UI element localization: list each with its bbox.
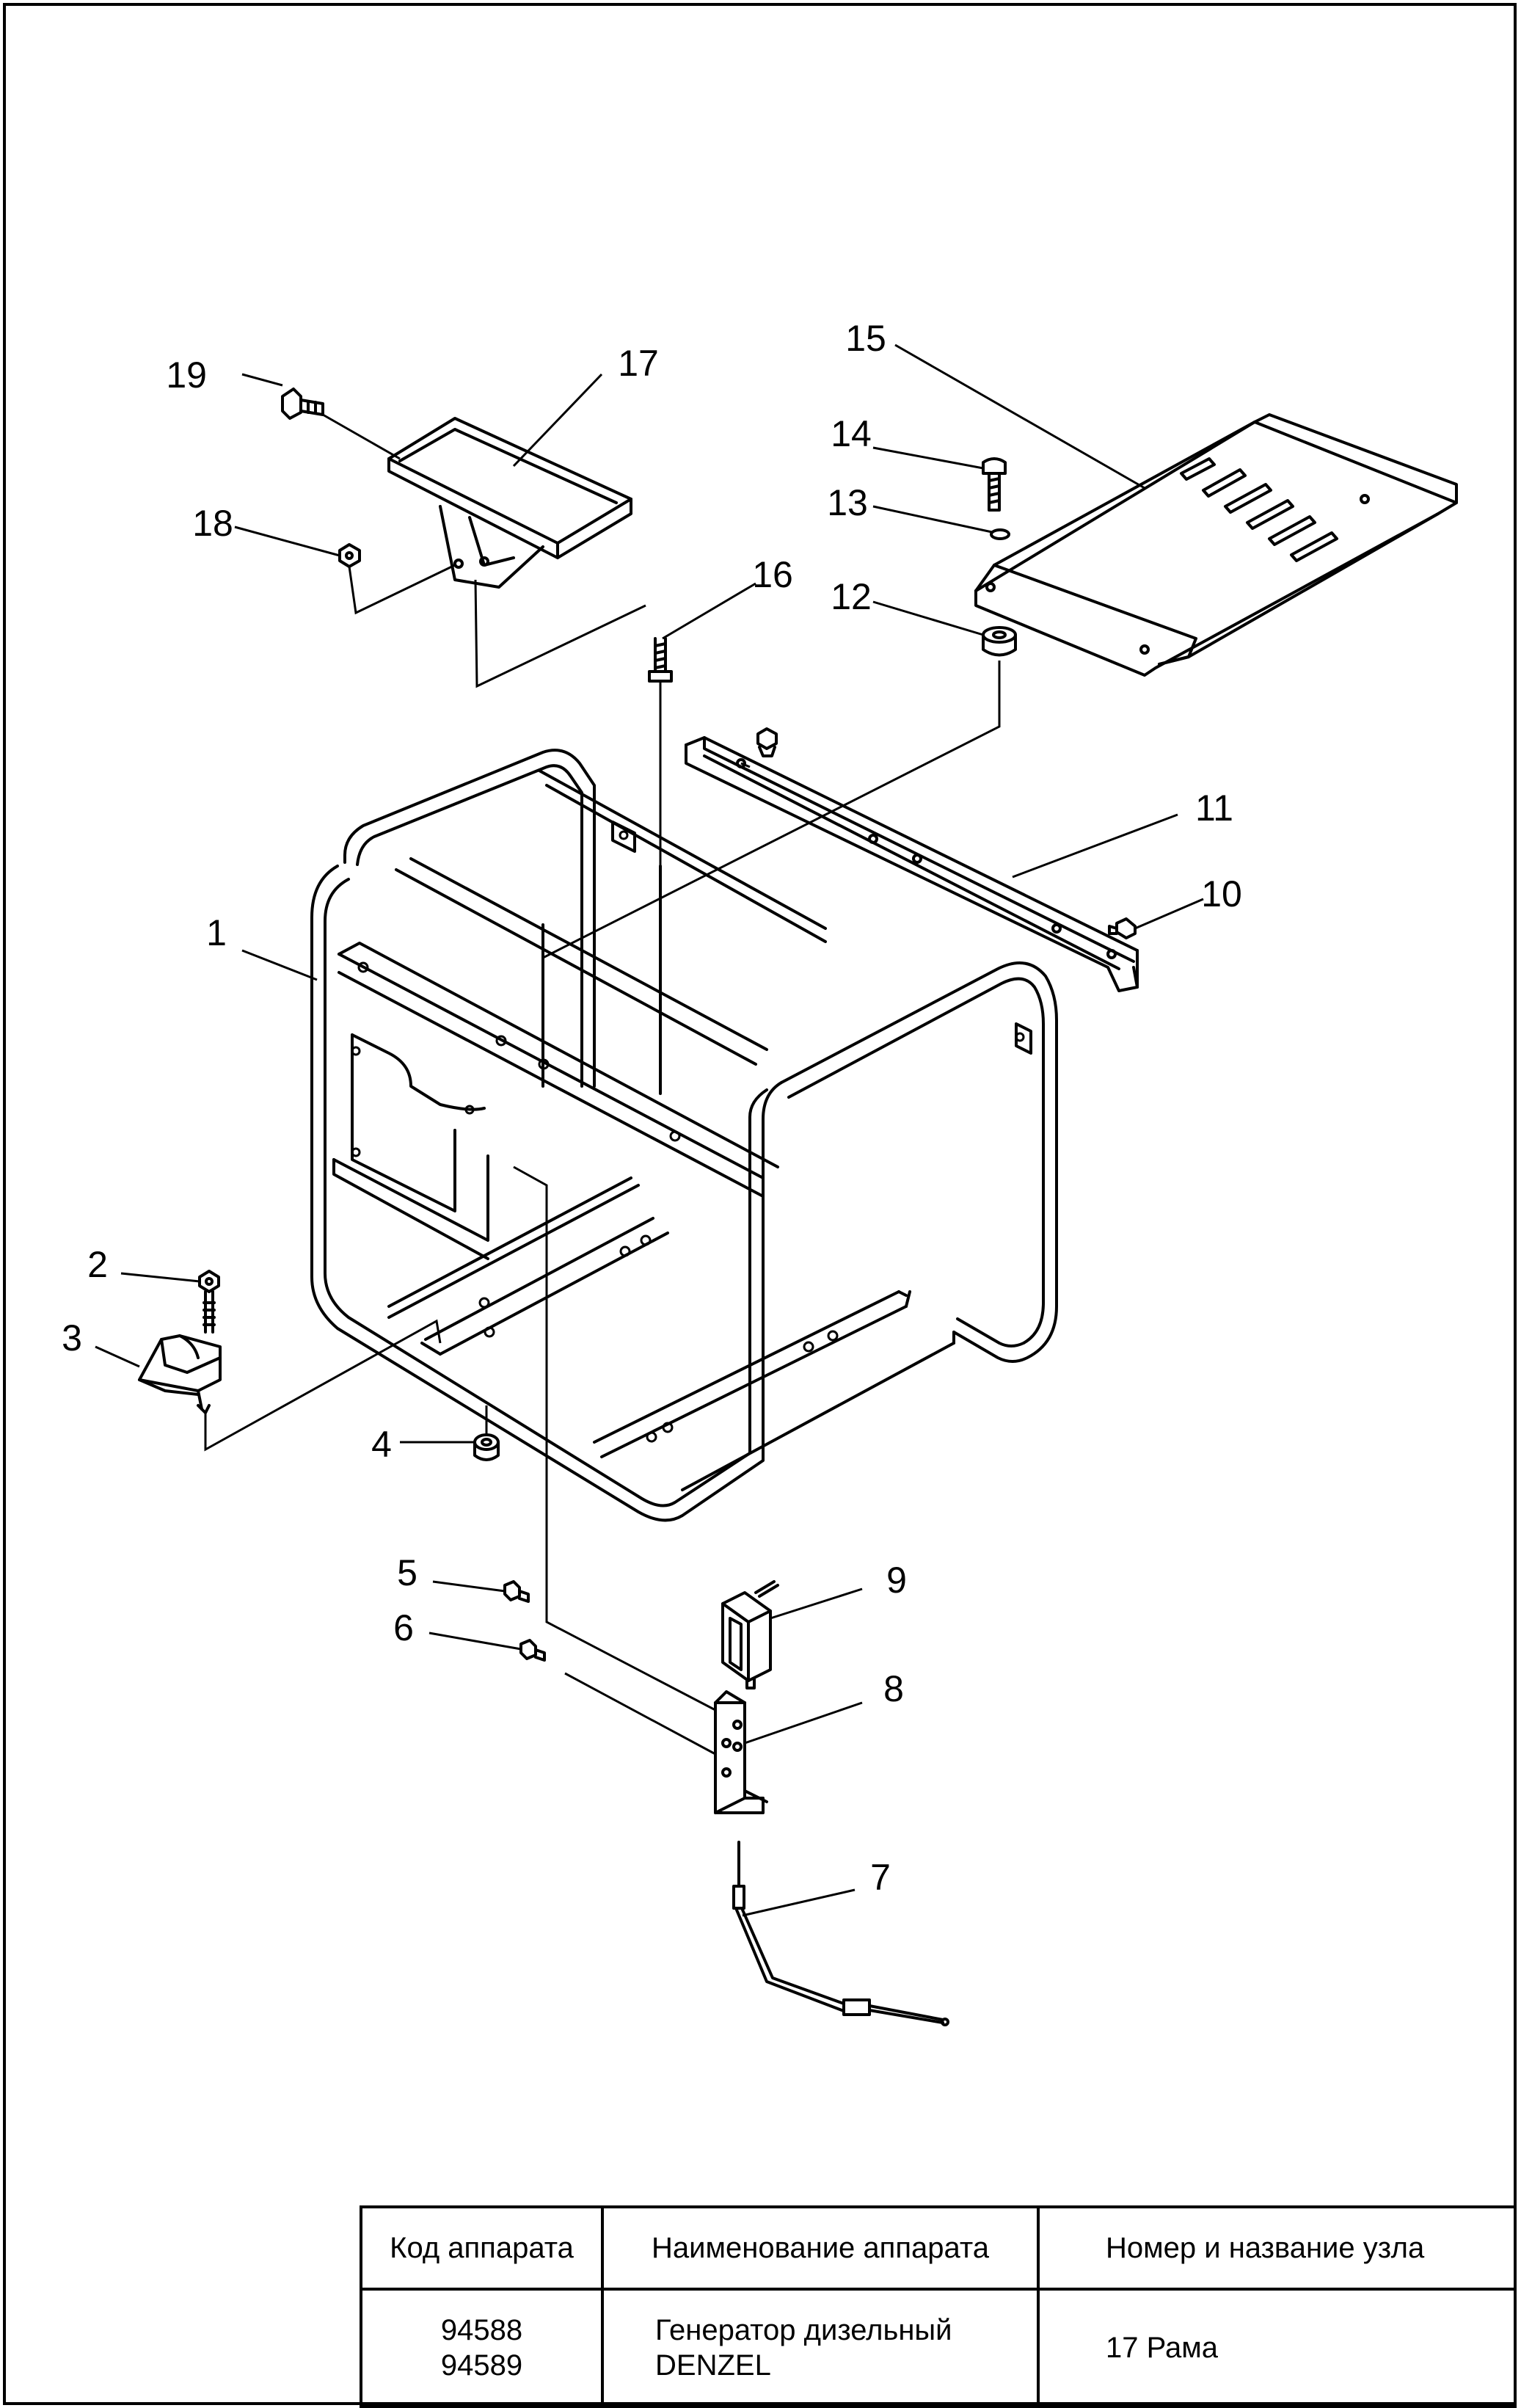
part-5-bolt (503, 1580, 530, 1603)
callout-16: 16 (752, 554, 793, 595)
part-8-bracket (714, 1690, 768, 1814)
part-18-nut (338, 543, 361, 568)
callout-10: 10 (1201, 873, 1242, 914)
part-9-box (721, 1580, 779, 1689)
title-block-table: Код аппарата Наименование аппарата Номер… (360, 2205, 1517, 2408)
callout-5: 5 (397, 1552, 417, 1593)
part-1-frame (310, 749, 1058, 1522)
device-name-line-2: DENZEL (655, 2349, 771, 2382)
callout-14: 14 (831, 413, 872, 454)
part-10-bolt (1108, 917, 1137, 939)
part-13-washer (990, 528, 1010, 540)
part-12-spacer (982, 626, 1017, 657)
part-7-cable (732, 1841, 949, 2026)
header-node: Номер и название узла (1037, 2205, 1517, 2291)
part-19-bolt (281, 388, 324, 420)
device-code-cell: 94588 94589 (360, 2288, 604, 2408)
callout-19: 19 (166, 354, 207, 396)
part-11-rail (685, 736, 1139, 992)
device-code-1: 94588 (440, 2314, 523, 2346)
callout-1: 1 (206, 912, 227, 953)
part-17-tray (387, 417, 632, 589)
header-name: Наименование аппарата (601, 2205, 1040, 2291)
part-3-rubber-mount (138, 1290, 222, 1414)
part-6-bolt (519, 1639, 546, 1662)
callout-13: 13 (827, 482, 868, 523)
callout-2: 2 (87, 1244, 108, 1285)
callout-4: 4 (371, 1424, 392, 1465)
part-2-nut (198, 1270, 220, 1293)
part-4-nut (473, 1433, 500, 1461)
device-code-2: 94589 (440, 2349, 523, 2382)
callout-17: 17 (618, 343, 659, 384)
device-name-cell: Генератор дизельный DENZEL (601, 2288, 1040, 2408)
node-name-cell: 17 Рама (1037, 2288, 1517, 2408)
callout-6: 6 (393, 1607, 414, 1648)
callout-9: 9 (886, 1560, 907, 1601)
callout-18: 18 (192, 503, 233, 544)
callout-7: 7 (870, 1857, 891, 1898)
part-14-bolt (982, 457, 1007, 512)
callout-11: 11 (1195, 787, 1233, 829)
callout-15: 15 (845, 318, 886, 359)
title-block-data-row: 94588 94589 Генератор дизельный DENZEL 1… (360, 2288, 1517, 2408)
callout-3: 3 (62, 1317, 82, 1358)
callout-12: 12 (831, 576, 872, 617)
part-16-bolt (648, 637, 673, 683)
part-11-nut (756, 727, 778, 757)
title-block-header-row: Код аппарата Наименование аппарата Номер… (360, 2205, 1517, 2291)
header-code: Код аппарата (360, 2205, 604, 2291)
device-name-line-1: Генератор дизельный (655, 2314, 952, 2346)
exploded-parts-drawing: 19 17 15 14 13 12 16 18 11 10 1 2 3 4 5 … (62, 318, 1458, 2026)
callout-8: 8 (883, 1668, 904, 1709)
part-15-cover (974, 413, 1458, 677)
